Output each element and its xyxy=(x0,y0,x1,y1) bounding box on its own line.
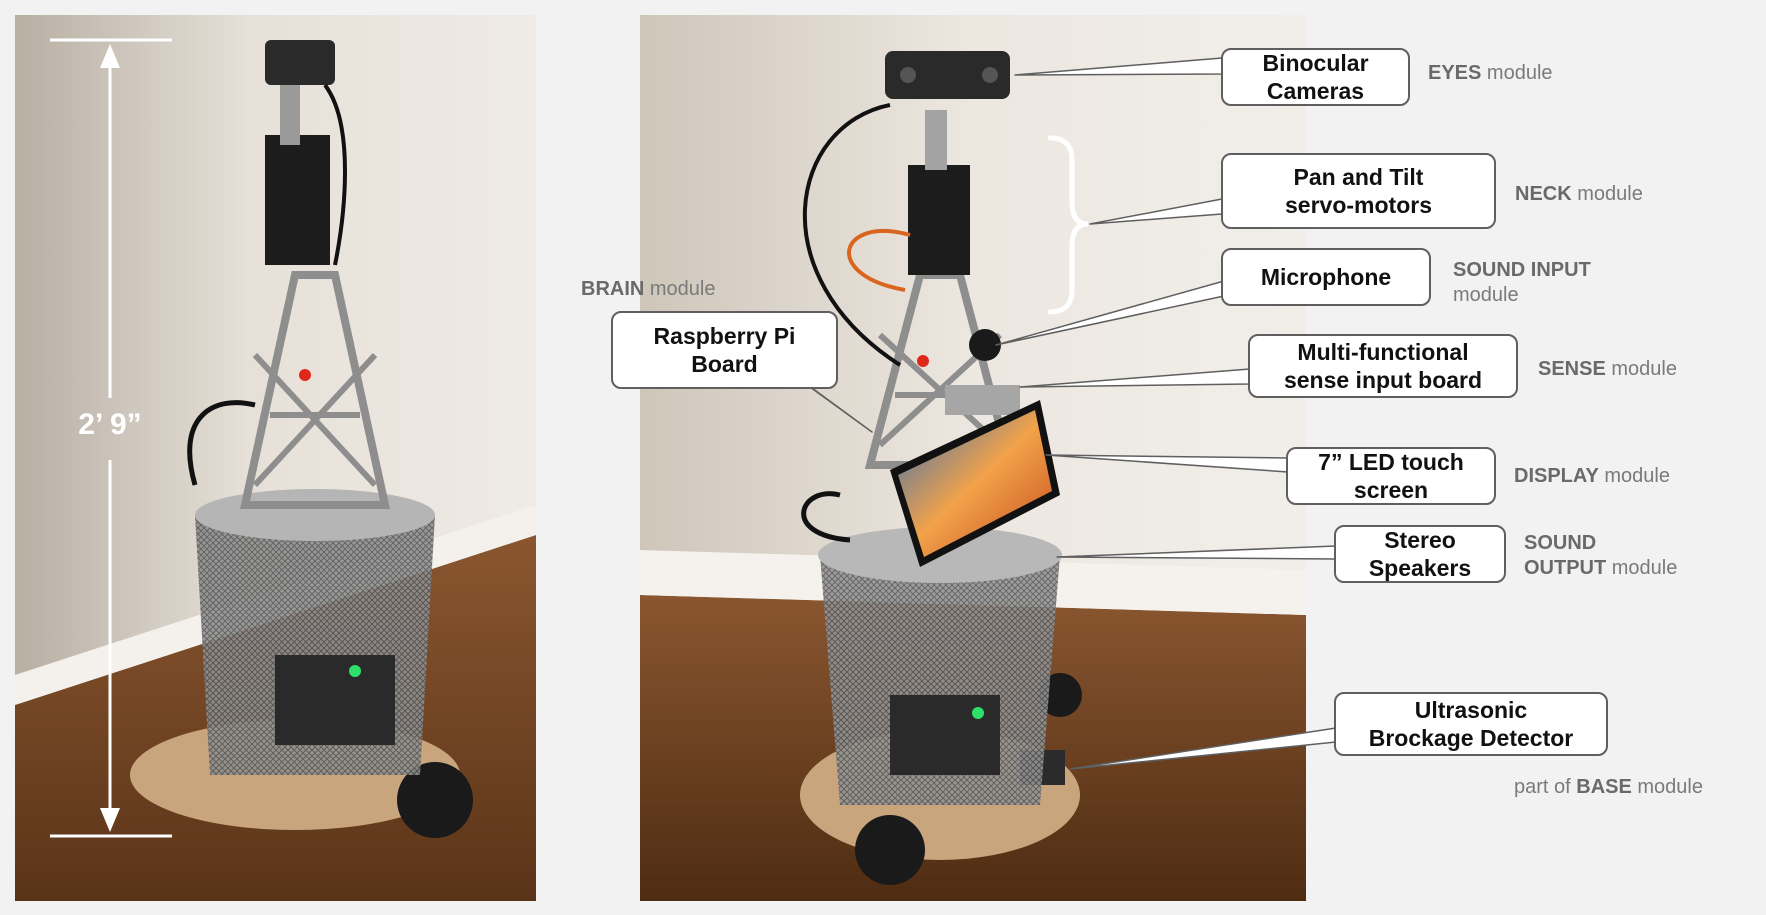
module-base-suffix: module xyxy=(1631,776,1703,798)
callout-ultrasonic-detector: Ultrasonic Brockage Detector xyxy=(1334,692,1608,756)
module-sound-input-name: SOUND INPUT xyxy=(1453,259,1591,281)
module-sound-input-suffix: module xyxy=(1453,284,1519,306)
height-label: 2’ 9” xyxy=(78,408,142,441)
module-base-name: BASE xyxy=(1576,776,1632,798)
module-display-suffix: module xyxy=(1598,465,1670,487)
callout-binocular-cameras: Binocular Cameras xyxy=(1221,48,1410,106)
module-sense-suffix: module xyxy=(1605,358,1677,380)
module-sound-input: SOUND INPUT module xyxy=(1453,258,1591,308)
module-eyes-name: EYES xyxy=(1428,62,1482,84)
module-base-prefix: part of xyxy=(1514,776,1577,798)
module-sound-output-suffix: module xyxy=(1606,557,1678,579)
module-eyes: EYES module xyxy=(1428,61,1553,86)
module-brain: BRAIN module xyxy=(581,277,716,302)
robot-photo-left-illustration xyxy=(15,15,536,901)
module-display-name: DISPLAY xyxy=(1514,465,1599,487)
module-sound-output-name-2: OUTPUT xyxy=(1524,557,1607,579)
module-neck: NECK module xyxy=(1515,182,1643,207)
callout-raspberry-pi-board: Raspberry Pi Board xyxy=(611,311,838,389)
module-sense-name: SENSE xyxy=(1538,358,1606,380)
module-eyes-suffix: module xyxy=(1481,62,1553,84)
robot-photo-left xyxy=(15,15,536,901)
robot-photo-right xyxy=(640,15,1306,901)
module-neck-name: NECK xyxy=(1515,183,1572,205)
module-display: DISPLAY module xyxy=(1514,464,1670,489)
module-neck-suffix: module xyxy=(1571,183,1643,205)
robot-photo-right-illustration xyxy=(640,15,1306,901)
module-brain-name: BRAIN xyxy=(581,278,645,300)
module-brain-suffix: module xyxy=(644,278,716,300)
module-base: part of BASE module xyxy=(1514,775,1703,800)
module-sound-output-name-1: SOUND xyxy=(1524,532,1597,554)
callout-pan-tilt-servos: Pan and Tilt servo-motors xyxy=(1221,153,1496,229)
callout-microphone: Microphone xyxy=(1221,248,1431,306)
callout-sense-input-board: Multi-functional sense input board xyxy=(1248,334,1518,398)
callout-stereo-speakers: Stereo Speakers xyxy=(1334,525,1506,583)
module-sense: SENSE module xyxy=(1538,357,1677,382)
module-sound-output: SOUND OUTPUT module xyxy=(1524,531,1677,581)
callout-touch-screen: 7” LED touch screen xyxy=(1286,447,1496,505)
